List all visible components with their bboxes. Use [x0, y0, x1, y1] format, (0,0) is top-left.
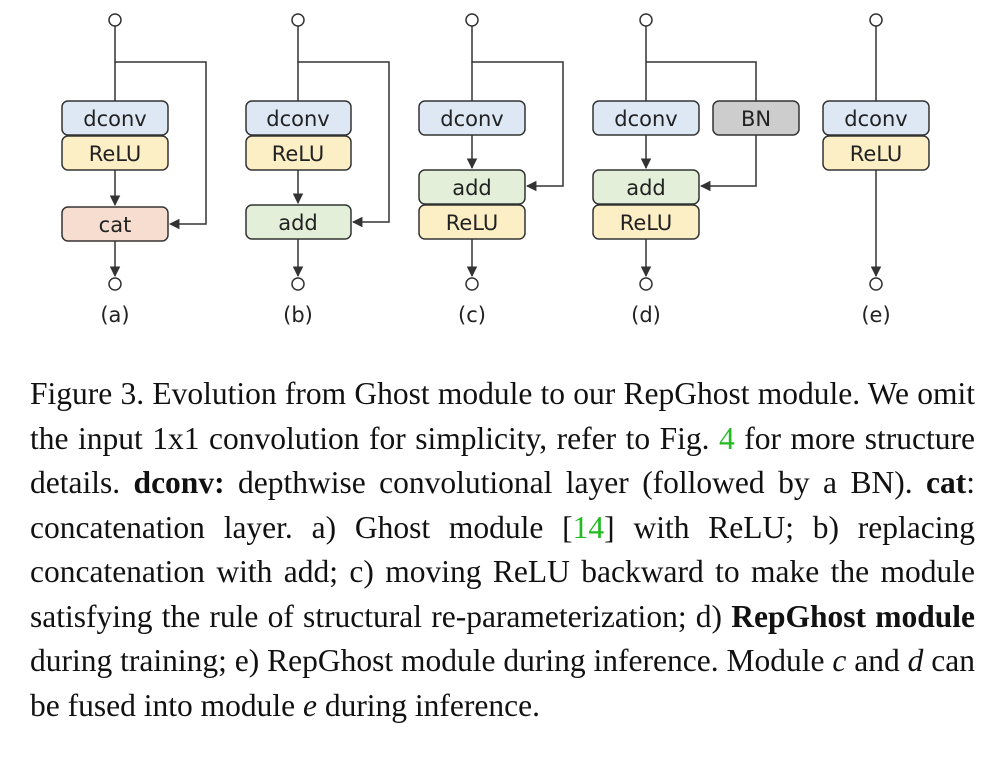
caption-text: Figure 3. Evolution from Ghost module to…	[30, 376, 975, 456]
architecture-diagram: dconv ReLU cat (a) dconv ReLU add (b) dc…	[61, 13, 930, 327]
add-block-label: add	[626, 176, 666, 200]
dconv-block-label: dconv	[844, 107, 907, 131]
cat-term: cat	[926, 465, 967, 500]
figure-reference-link[interactable]: 4	[719, 420, 735, 456]
caption-text: depthwise convolutional layer (followed …	[224, 465, 926, 500]
bn-block-label: BN	[741, 107, 771, 131]
caption-text: : concatenation layer. a) Ghost module [	[30, 465, 975, 545]
caption-text: and	[846, 643, 908, 678]
panel-a: dconv ReLU cat (a)	[61, 13, 207, 327]
panel-label: (d)	[631, 303, 661, 327]
panel-label: (e)	[861, 303, 890, 327]
input-node	[639, 13, 653, 27]
add-block-label: add	[452, 176, 492, 200]
dconv-block	[822, 100, 930, 136]
add-block-label: add	[278, 211, 318, 235]
caption-text: can be fused into module	[30, 643, 975, 723]
panel-label: (b)	[283, 303, 313, 327]
caption-text: for more structure details.	[30, 420, 975, 501]
repghost-term: RepGhost module	[731, 598, 975, 634]
relu-block-label: ReLU	[272, 142, 325, 166]
dconv-block-label: dconv	[614, 107, 677, 131]
add-block	[418, 169, 526, 205]
relu-block-label: ReLU	[620, 211, 673, 235]
dconv-block-label: dconv	[266, 107, 329, 131]
module-d-symbol: d	[907, 643, 924, 678]
bn-to-add-arrow	[699, 135, 757, 192]
figure-caption: Figure 3. Evolution from Ghost module to…	[30, 372, 975, 728]
relu-block-label: ReLU	[89, 142, 142, 166]
bn-branch	[646, 61, 757, 101]
relu-block-label: ReLU	[850, 142, 903, 166]
panel-label: (a)	[100, 303, 129, 327]
citation-link[interactable]: 14	[572, 509, 605, 545]
skip-connection	[297, 26, 390, 228]
output-node	[108, 277, 122, 291]
input-node	[108, 13, 122, 27]
add-block	[592, 169, 700, 205]
panel-e: dconv ReLU (e)	[822, 13, 930, 327]
input-node	[291, 13, 305, 27]
dconv-block	[245, 100, 352, 136]
module-c-symbol: c	[832, 643, 847, 678]
dconv-block	[61, 100, 169, 136]
input-node	[869, 13, 883, 27]
dconv-block-label: dconv	[83, 107, 146, 131]
caption-text: ] with ReLU; b) replacing concatenation …	[30, 509, 975, 634]
panel-d: dconv BN add ReLU (d)	[592, 13, 800, 327]
caption-text: during inference.	[316, 687, 540, 723]
dconv-block-label: dconv	[440, 107, 503, 131]
relu-block-label: ReLU	[446, 211, 499, 235]
panel-c: dconv add ReLU (c)	[418, 13, 564, 327]
output-node	[291, 277, 305, 291]
panel-b: dconv ReLU add (b)	[245, 13, 390, 327]
module-e-symbol: e	[302, 687, 317, 723]
cat-block-label: cat	[99, 213, 132, 237]
input-node	[465, 13, 479, 27]
dconv-term: dconv:	[133, 465, 225, 500]
skip-connection	[114, 26, 207, 230]
caption-text: during training; e) RepGhost module duri…	[30, 643, 833, 678]
output-node	[465, 277, 479, 291]
output-node	[869, 277, 883, 291]
skip-connection	[471, 26, 564, 192]
panel-label: (c)	[458, 303, 486, 327]
output-node	[639, 277, 653, 291]
